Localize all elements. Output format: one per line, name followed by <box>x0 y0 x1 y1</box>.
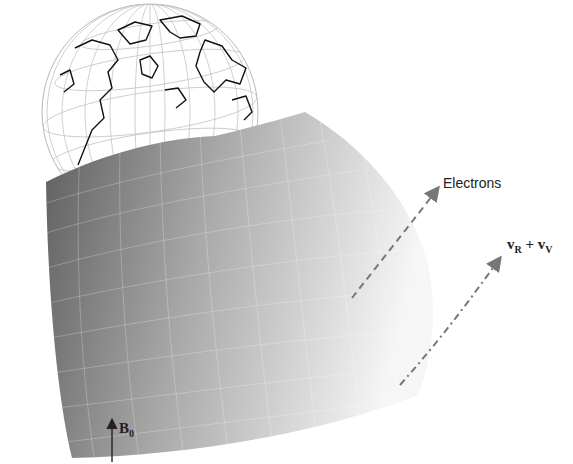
subscript: R <box>515 244 522 255</box>
subscript: V <box>545 244 552 255</box>
velocity-arrow <box>400 258 500 385</box>
field-sheet <box>40 112 435 464</box>
electron-drift-arrow <box>352 188 438 298</box>
subscript: 0 <box>129 428 134 439</box>
species-label: Electrons <box>443 176 501 191</box>
velocity-label: vR + vV <box>507 236 553 255</box>
field-label: B0 <box>119 420 134 439</box>
field-arrow <box>111 420 112 462</box>
